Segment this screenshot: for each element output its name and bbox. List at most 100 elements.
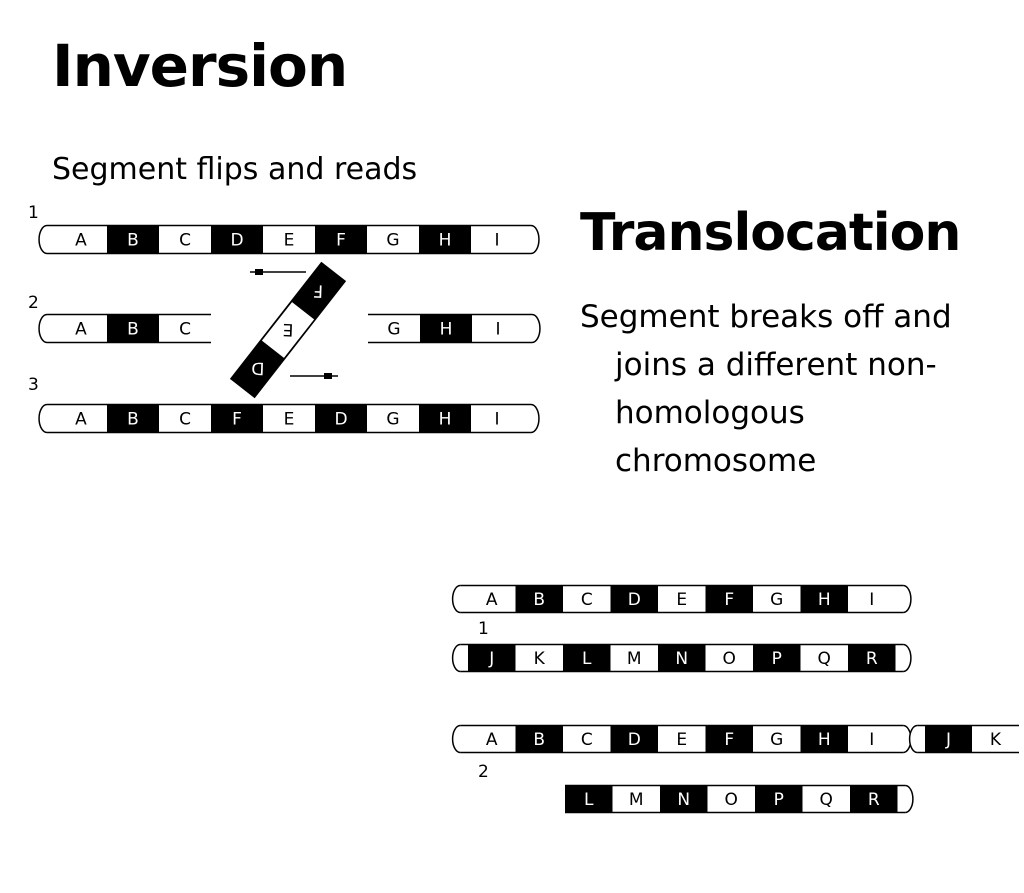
- chromosome-band: [848, 644, 896, 672]
- band-label: O: [725, 790, 738, 810]
- band-label: K: [534, 649, 546, 669]
- chromosome-band: [753, 644, 801, 672]
- translocation-description-line: homologous: [615, 395, 805, 431]
- band-label: C: [581, 730, 593, 750]
- band-label: G: [386, 410, 399, 430]
- rotation-arrow-head: [255, 269, 263, 275]
- band-label: G: [770, 730, 783, 750]
- translocation-description-line: Segment breaks off and: [580, 299, 952, 335]
- chromosome-band: [705, 725, 753, 753]
- band-label: M: [629, 790, 644, 810]
- band-label: E: [676, 730, 687, 750]
- band-label: G: [386, 231, 399, 251]
- telomere-cap: [38, 403, 48, 434]
- chromosome-band: [800, 585, 848, 613]
- chromosome-band: [159, 225, 211, 254]
- telomere-cap: [530, 403, 540, 434]
- chromosome-band: [261, 302, 315, 358]
- band-label: D: [251, 357, 265, 377]
- telomere-cap: [38, 313, 48, 344]
- inversion-row-label: 2: [28, 293, 39, 313]
- chromosome-band: [211, 404, 263, 433]
- chromosome-band: [802, 785, 850, 813]
- chromosome-band: [563, 644, 611, 672]
- chromosome-band: [753, 725, 801, 753]
- chromosome-band: [211, 225, 263, 254]
- band-label: M: [627, 649, 642, 669]
- chromosome-band: [159, 314, 211, 343]
- chromosome-band: [563, 725, 611, 753]
- telomere-cap: [908, 724, 918, 754]
- band-label: I: [869, 730, 874, 750]
- band-label: N: [675, 649, 688, 669]
- chromosome-band: [848, 585, 896, 613]
- band-label: A: [486, 730, 498, 750]
- chromosome-band: [367, 225, 419, 254]
- chromosome-band: [367, 404, 419, 433]
- chromosome-band: [107, 225, 159, 254]
- chromosome-band: [707, 785, 755, 813]
- chromosome-band: [107, 314, 159, 343]
- band-label: E: [284, 231, 295, 251]
- band-label: L: [582, 649, 592, 669]
- chromosome-band: [515, 644, 563, 672]
- band-label: G: [770, 590, 783, 610]
- chromosome-band: [610, 585, 658, 613]
- band-label: H: [818, 590, 831, 610]
- band-label: B: [127, 410, 139, 430]
- band-label: Q: [820, 790, 833, 810]
- translocation-row-label: 1: [478, 619, 489, 639]
- translocation-description-line: chromosome: [615, 443, 817, 479]
- chromosome-band: [263, 404, 315, 433]
- chromosome-band: [755, 785, 803, 813]
- translocation-description-line: joins a different non-: [615, 347, 937, 383]
- chromosome-band: [55, 314, 107, 343]
- band-label: F: [336, 231, 346, 251]
- telomere-cap: [451, 584, 461, 614]
- chromosome-band: [315, 404, 367, 433]
- rotation-arrow-head: [324, 373, 332, 379]
- band-label: B: [127, 231, 139, 251]
- chromosome-band: [610, 644, 658, 672]
- band-label: A: [486, 590, 498, 610]
- band-label: E: [284, 410, 295, 430]
- chromosome-band: [658, 585, 706, 613]
- band-label: C: [179, 231, 191, 251]
- band-label: G: [387, 320, 400, 340]
- band-label: D: [628, 730, 641, 750]
- flipping-segment: DEF: [229, 261, 347, 399]
- chromosome-band: [515, 585, 563, 613]
- band-label: F: [724, 590, 734, 610]
- chromosome-band: [705, 585, 753, 613]
- band-label: O: [723, 649, 736, 669]
- band-label: F: [724, 730, 734, 750]
- band-label: C: [179, 410, 191, 430]
- band-label: Q: [818, 649, 831, 669]
- chromosome-band: [658, 644, 706, 672]
- chromosome-band: [800, 725, 848, 753]
- band-label: I: [494, 231, 499, 251]
- band-label: A: [75, 410, 87, 430]
- chromosome-band: [563, 585, 611, 613]
- chromosome-band: [925, 725, 972, 753]
- chromosome-band: [472, 314, 524, 343]
- chromosome-band: [468, 585, 516, 613]
- chromosome-band: [468, 644, 516, 672]
- telomere-cap: [531, 313, 541, 344]
- chromosome-band: [565, 785, 613, 813]
- chromosome-band: [159, 404, 211, 433]
- telomere-cap: [38, 224, 48, 255]
- band-label: I: [869, 590, 874, 610]
- band-label: L: [584, 790, 594, 810]
- band-label: C: [179, 320, 191, 340]
- band-label: E: [676, 590, 687, 610]
- band-label: H: [439, 410, 452, 430]
